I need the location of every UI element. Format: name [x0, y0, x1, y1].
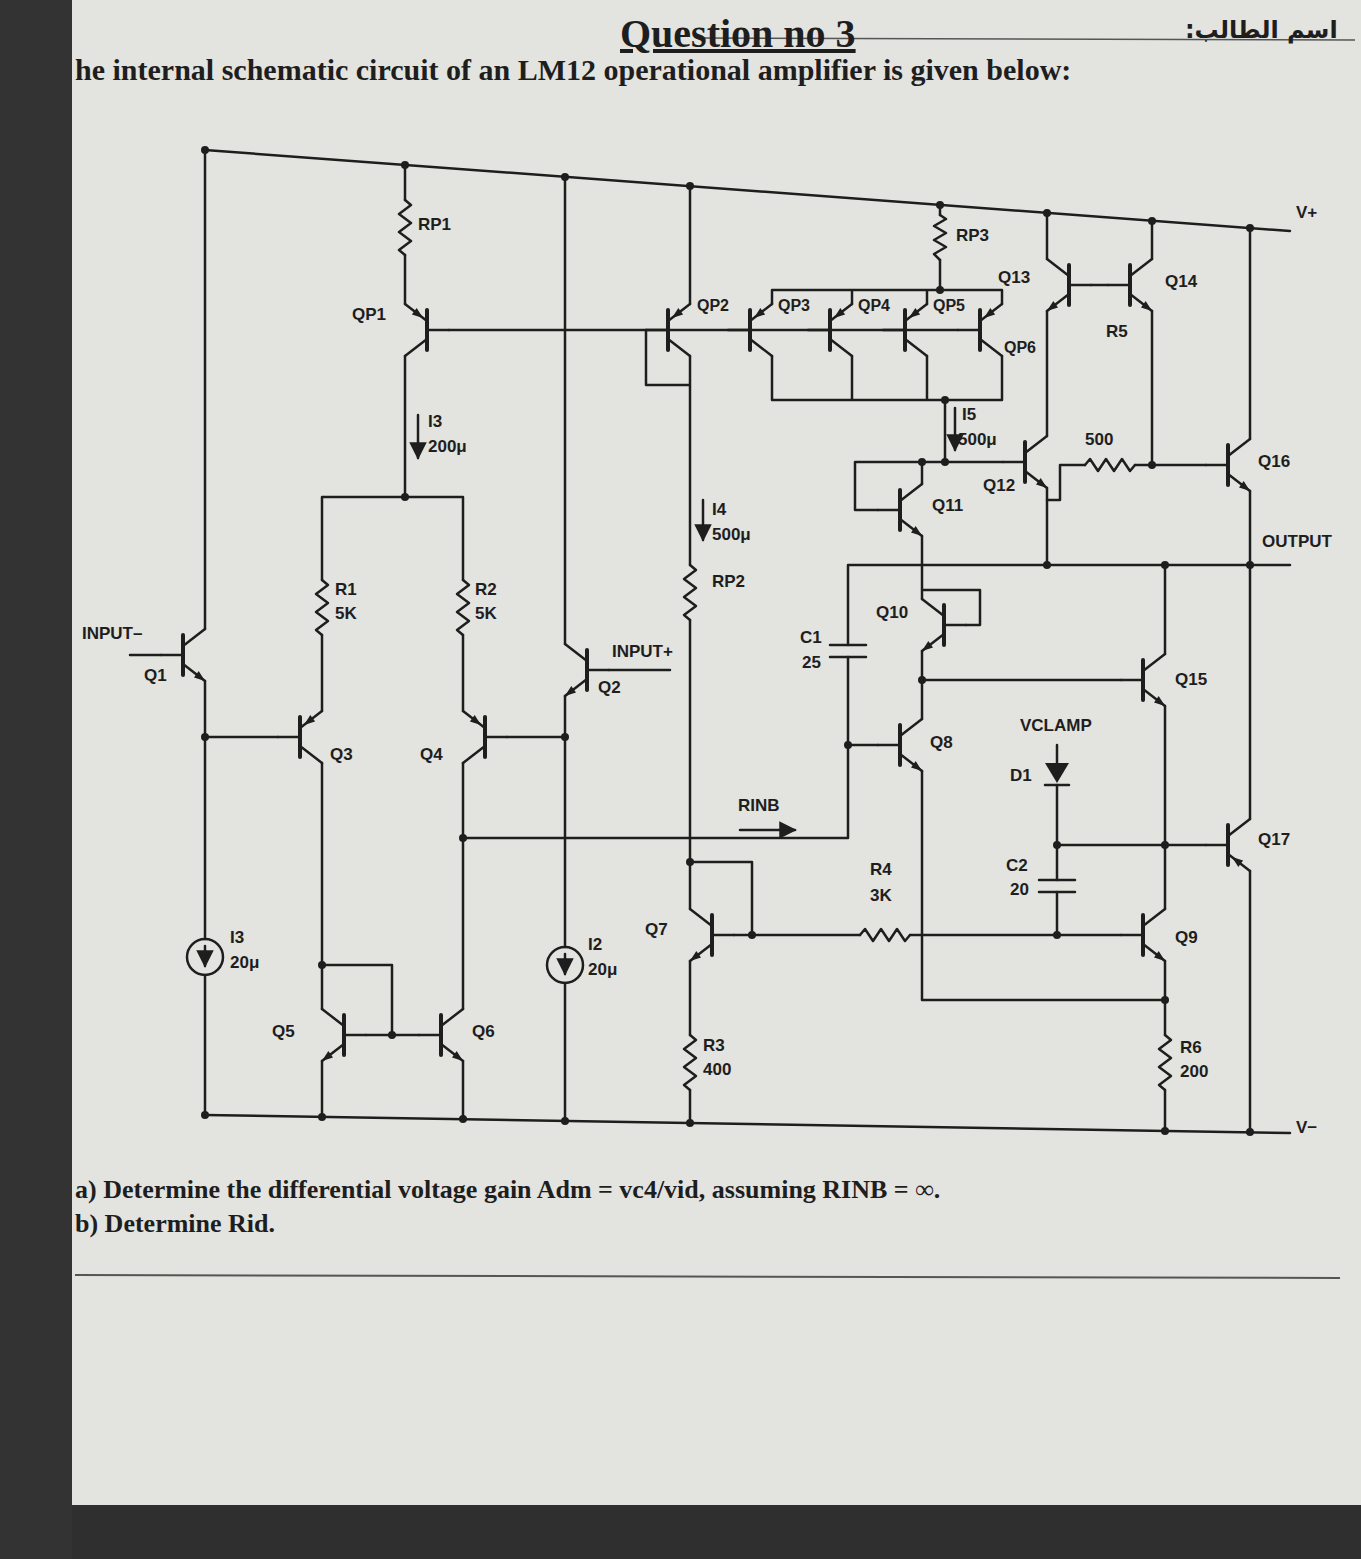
component-label: I2 [588, 935, 602, 955]
component-label: 3K [870, 886, 892, 906]
component-label: Q11 [932, 496, 963, 516]
component-label: 200μ [428, 437, 467, 457]
component-label: Q1 [144, 666, 167, 686]
component-label: QP3 [778, 296, 810, 315]
component-label: QP5 [933, 296, 965, 315]
text-line: he internal schematic circuit of an LM12… [75, 52, 1071, 88]
component-label: Q4 [420, 745, 443, 765]
component-label: Q8 [930, 733, 953, 753]
component-label: Q12 [983, 476, 1015, 496]
component-label: R3 [703, 1036, 725, 1056]
component-label: VCLAMP [1020, 716, 1092, 736]
component-label: 5K [475, 604, 497, 624]
component-label: OUTPUT [1262, 532, 1332, 552]
component-label: 500μ [958, 430, 997, 450]
component-label: Q3 [330, 745, 353, 765]
component-label: RP1 [418, 215, 451, 235]
component-label: 5K [335, 604, 357, 624]
text-line: b) Determine Rid. [75, 1208, 275, 1239]
component-label: 20 [1010, 880, 1029, 900]
page-title: Question no 3 [620, 10, 856, 57]
component-label: RP3 [956, 226, 989, 246]
component-label: INPUT– [82, 624, 142, 644]
component-label: 200 [1180, 1062, 1208, 1082]
component-label: R4 [870, 860, 892, 880]
component-label: Q5 [272, 1022, 295, 1042]
component-label: R5 [1106, 322, 1128, 342]
component-label: Q13 [998, 268, 1030, 288]
component-label: V+ [1296, 203, 1317, 223]
component-label: I5 [962, 405, 976, 425]
component-label: Q7 [645, 920, 668, 940]
component-label: V− [1296, 1118, 1317, 1138]
component-label: Q2 [598, 678, 621, 698]
component-label: 20μ [588, 960, 617, 980]
component-label: C2 [1006, 856, 1028, 876]
component-label: 20μ [230, 953, 259, 973]
component-label: RINB [738, 796, 780, 816]
component-label: Q16 [1258, 452, 1290, 472]
component-label: QP2 [697, 296, 729, 315]
component-label: Q15 [1175, 670, 1207, 690]
component-label: Q6 [472, 1022, 495, 1042]
component-label: 400 [703, 1060, 731, 1080]
component-label: Q14 [1165, 272, 1197, 292]
component-label: 500μ [712, 525, 751, 545]
text-line: a) Determine the differential voltage ga… [75, 1174, 940, 1205]
text-line: اسم الطالب: [1185, 16, 1338, 45]
component-label: R6 [1180, 1038, 1202, 1058]
component-label: I3 [230, 928, 244, 948]
component-label: I4 [712, 500, 726, 520]
component-label: QP6 [1004, 338, 1036, 357]
component-label: I3 [428, 412, 442, 432]
component-label: Q17 [1258, 830, 1290, 850]
component-label: QP1 [352, 305, 386, 325]
component-label: INPUT+ [612, 642, 673, 662]
component-label: C1 [800, 628, 822, 648]
component-label: Q9 [1175, 928, 1198, 948]
component-label: 500 [1085, 430, 1113, 450]
component-label: RP2 [712, 572, 745, 592]
component-label: 25 [802, 653, 821, 673]
component-label: R1 [335, 580, 357, 600]
component-label: R2 [475, 580, 497, 600]
component-label: Q10 [876, 603, 908, 623]
component-label: QP4 [858, 296, 890, 315]
component-label: D1 [1010, 766, 1032, 786]
